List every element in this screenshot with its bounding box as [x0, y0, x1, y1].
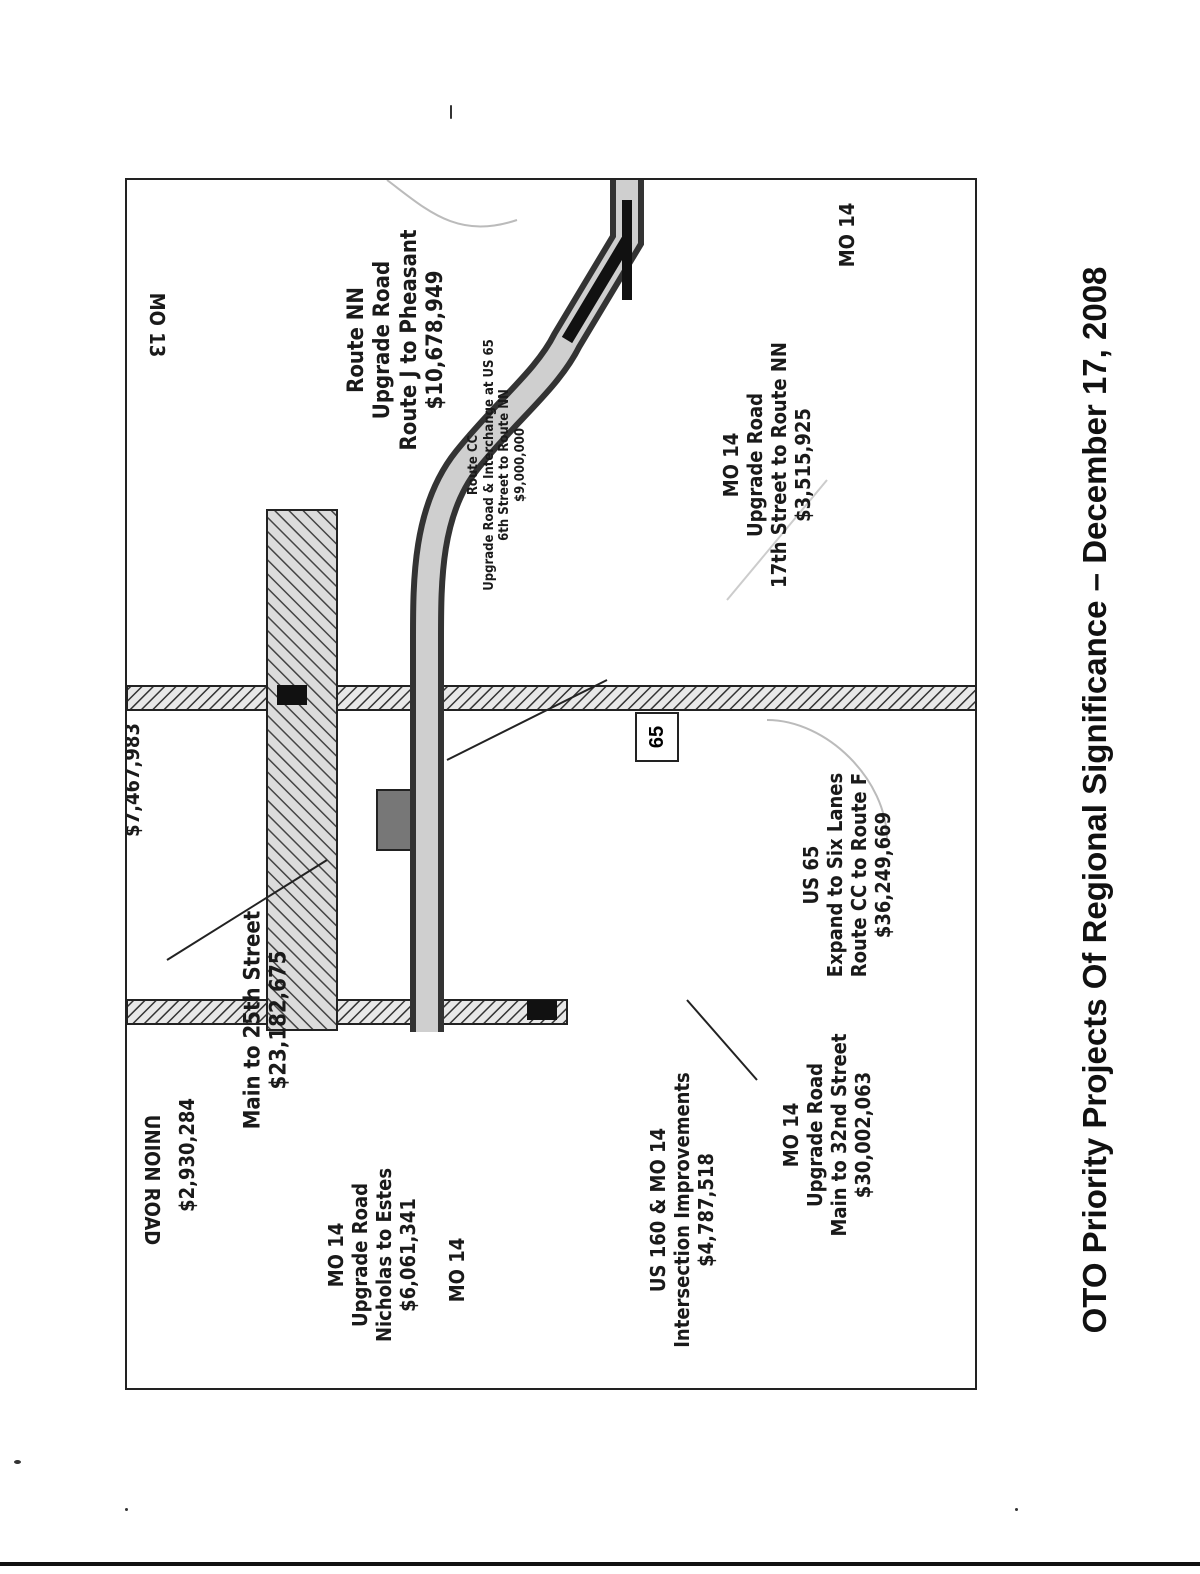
page-bottom-rule	[0, 1562, 1200, 1566]
label-2930284: $2,930,284	[175, 1098, 199, 1212]
scan-speck	[1015, 1508, 1018, 1511]
label-mo14-nicholas-estes: MO 14 Upgrade Road Nicholas to Estes $6,…	[324, 1167, 420, 1343]
label-route-nn: Route NN Upgrade Road Route J to Pheasan…	[344, 229, 449, 451]
minor-road	[726, 479, 828, 601]
project-map: 65 Main to 25th Street $23,182,675 Route…	[125, 178, 977, 1390]
label-us160-mo14: US 160 & MO 14 Intersection Improvements…	[646, 1072, 718, 1348]
leader-line	[686, 999, 758, 1081]
road-label-mo14-right: MO 14	[835, 202, 859, 268]
us65-corridor-inner	[416, 180, 638, 1032]
label-mo14-17th-street: MO 14 Upgrade Road 17th Street to Route …	[719, 342, 815, 588]
minor-road	[766, 719, 888, 841]
scan-speck	[125, 1508, 128, 1511]
page-title: OTO Priority Projects Of Regional Signif…	[1076, 266, 1113, 1334]
highlight-segment	[561, 236, 633, 344]
partial-label-7467983: $7,467,983	[125, 723, 144, 837]
scan-speck	[14, 1460, 21, 1464]
title-band: OTO Priority Projects Of Regional Signif…	[1040, 150, 1150, 1450]
us65-shield-label: 65	[645, 725, 668, 749]
label-main-to-25th-street: Main to 25th Street $23,182,675	[240, 910, 292, 1130]
label-us65-six-lanes: US 65 Expand to Six Lanes Route CC to Ro…	[799, 772, 895, 978]
us65-shield: 65	[635, 712, 679, 762]
label-mo14-main-to-32nd: MO 14 Upgrade Road Main to 32nd Street $…	[779, 1033, 875, 1237]
road-east-west-bottom	[127, 999, 568, 1025]
road-network-drawing	[127, 180, 975, 1081]
minor-road	[386, 180, 518, 228]
corridor-main-25th	[266, 509, 338, 1031]
road-label-mo14-left: MO 14	[445, 1237, 469, 1303]
road-label-mo13: MO 13	[145, 292, 169, 358]
leader-line	[446, 679, 608, 761]
label-route-cc: Route CC Upgrade Road & Interchange at U…	[465, 339, 528, 591]
leader-line	[166, 859, 328, 961]
partial-label-union-road: UNION ROAD	[140, 1114, 164, 1246]
scan-speck	[450, 105, 452, 119]
